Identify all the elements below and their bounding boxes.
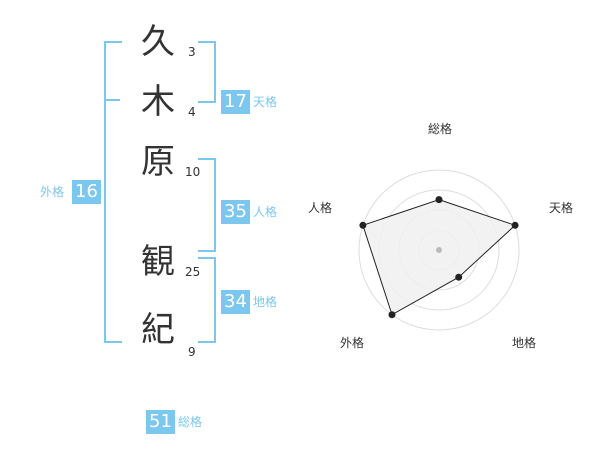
gaikaku-tick <box>106 99 120 101</box>
jinkaku-value-badge: 35 <box>221 200 250 224</box>
radar-label-tenkaku: 天格 <box>549 201 574 215</box>
gaikaku-label: 外格 <box>40 185 65 199</box>
jinkaku-label: 人格 <box>253 205 278 219</box>
stroke-count-1: 3 <box>188 45 196 59</box>
name-char-1: 久 <box>141 22 175 62</box>
radar-ring-4 <box>358 169 520 331</box>
radar-label-jinkaku: 人格 <box>308 201 333 215</box>
radar-point-2 <box>511 221 519 229</box>
radar-point-5 <box>359 221 367 229</box>
name-char-4: 観 <box>141 242 175 282</box>
radar-label-chikaku: 地格 <box>512 336 537 350</box>
radar-point-4 <box>388 311 396 319</box>
radar-point-1 <box>435 196 443 204</box>
stroke-count-5: 9 <box>188 345 196 359</box>
gaikaku-bracket <box>104 41 122 343</box>
stroke-count-3: 10 <box>185 165 201 179</box>
radar-series-polygon <box>362 199 517 316</box>
radar-label-soukaku: 総格 <box>428 122 453 136</box>
stroke-count-2: 4 <box>188 105 196 119</box>
gaikaku-value-badge: 16 <box>72 180 101 204</box>
tenkaku-label: 天格 <box>253 95 278 109</box>
chikaku-label: 地格 <box>253 295 278 309</box>
chikaku-bracket <box>198 257 216 343</box>
jinkaku-bracket <box>198 158 216 252</box>
name-char-2: 木 <box>141 82 175 122</box>
radar-label-gaikaku: 外格 <box>340 336 365 350</box>
soukaku-label: 総格 <box>178 415 203 429</box>
stroke-count-4: 25 <box>185 265 201 279</box>
radar-center-dot <box>436 247 442 253</box>
soukaku-value-badge: 51 <box>146 410 175 434</box>
radar-point-3 <box>455 273 463 281</box>
name-char-5: 紀 <box>141 310 175 350</box>
name-char-3: 原 <box>141 142 175 182</box>
chikaku-value-badge: 34 <box>221 290 250 314</box>
tenkaku-value-badge: 17 <box>221 90 250 114</box>
tenkaku-bracket <box>198 41 216 103</box>
